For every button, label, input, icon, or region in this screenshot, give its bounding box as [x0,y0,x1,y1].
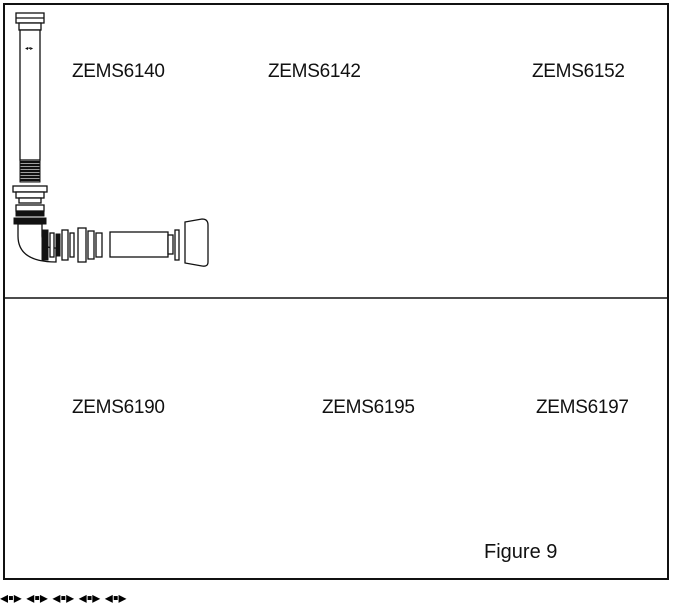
kit-label-zems6197: ZEMS6197 [536,397,629,418]
kit-zems6142-drawing: ◂▪▸ [0,590,22,607]
kit-label-zems6152: ZEMS6152 [532,61,625,82]
figure-caption: Figure 9 [484,541,558,563]
kit-zems6152-drawing: ◂▪▸ [26,590,48,607]
drain-kits-diagram: ◂▪▸ [3,3,669,580]
svg-text:◂▪▸: ◂▪▸ [25,46,33,52]
kit-label-zems6142: ZEMS6142 [268,61,361,82]
kit-label-zems6190: ZEMS6190 [72,397,165,418]
kit-zems6190-drawing: ◂▪▸ [52,590,75,607]
kit-label-zems6140: ZEMS6140 [72,61,165,82]
outer-border [3,3,669,580]
kit-label-zems6195: ZEMS6195 [322,397,415,418]
kit-zems6197-drawing: ◂▪▸ [104,590,127,607]
figure-9-panel: ◂▪▸ ◂▪▸ [0,3,669,607]
kit-zems6140-drawing: ◂▪▸ [12,12,209,267]
kit-zems6195-drawing: ◂▪▸ [78,590,101,607]
